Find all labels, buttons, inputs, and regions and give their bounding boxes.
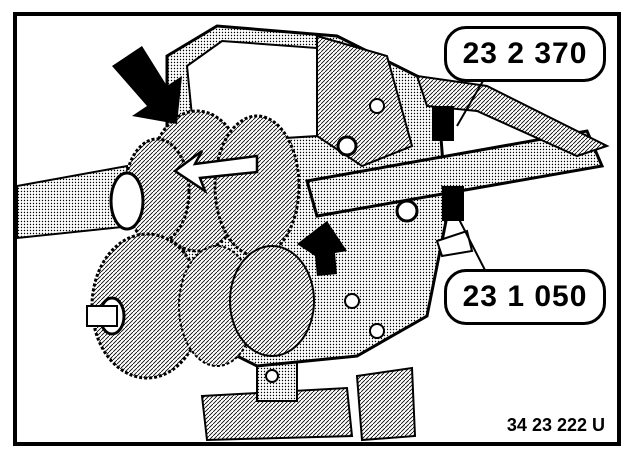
illustration-frame: 23 2 370 23 1 050 34 23 222 U <box>13 12 621 446</box>
special-tool-bar <box>305 74 610 258</box>
part-number-callout-top: 23 2 370 <box>444 26 606 82</box>
support-stand <box>200 355 417 442</box>
figure-number: 34 23 222 U <box>506 415 605 435</box>
countershaft-gears <box>86 232 315 380</box>
transmission-drawing <box>17 24 610 442</box>
direction-arrow-topleft <box>112 46 182 124</box>
direction-arrow-bottom <box>297 221 347 276</box>
direction-arrow-center <box>172 149 259 195</box>
part-number-callout-bottom: 23 1 050 <box>444 269 606 325</box>
leader-lines <box>441 73 488 275</box>
